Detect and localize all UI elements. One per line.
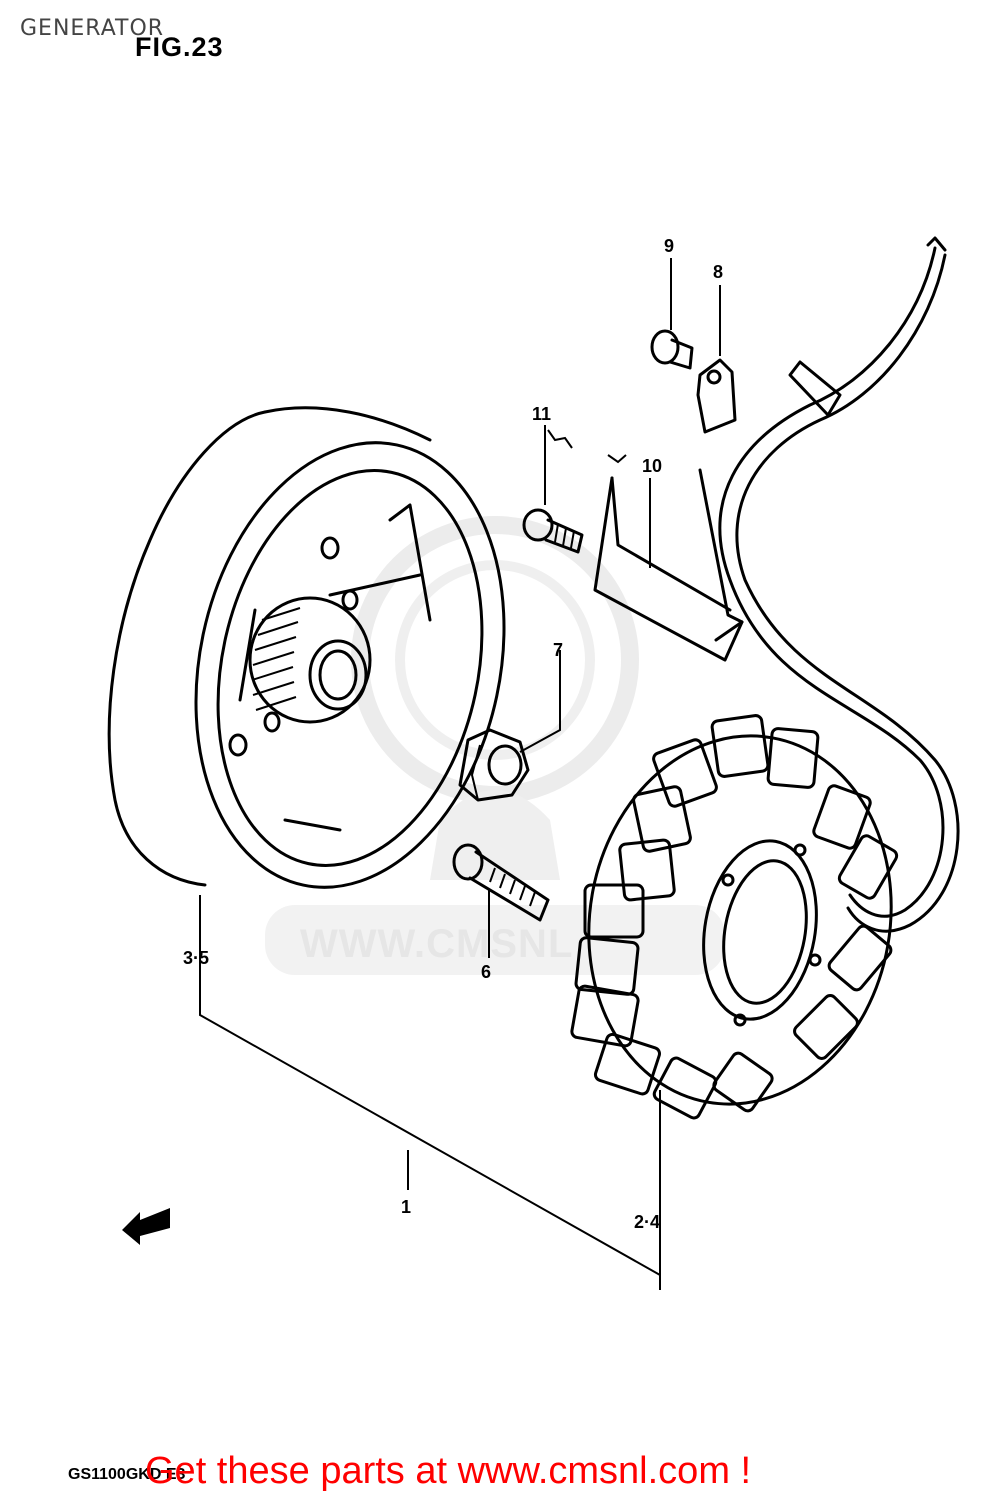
stator-lead-wire: [718, 236, 960, 933]
callout-9: 9: [664, 236, 675, 256]
callout-10: 10: [642, 456, 663, 476]
callout-2-4: 2·4: [634, 1212, 661, 1232]
figure-number: FIG.23: [135, 32, 224, 62]
rotor-flywheel: [107, 406, 506, 889]
callout-11: 11: [532, 404, 552, 424]
callout-6: 6: [481, 962, 492, 982]
watermark-text: WWW.CMSNL: [300, 922, 574, 966]
promo-link[interactable]: Get these parts at www.cmsnl.com !: [145, 1450, 752, 1492]
callout-1: 1: [401, 1197, 412, 1217]
stator-bolt: [452, 843, 550, 922]
screw-11: [522, 429, 584, 554]
forward-arrow-icon: [122, 1208, 170, 1245]
screw-9: [650, 329, 694, 370]
wire-clamp: [696, 358, 737, 434]
page-title: GENERATOR: [20, 16, 165, 41]
flange-nut: [458, 728, 530, 802]
model-code: GS1100GKD E3: [68, 1466, 186, 1483]
callout-7: 7: [553, 640, 564, 660]
callout-8: 8: [713, 262, 724, 282]
callout-3-5: 3·5: [183, 948, 210, 968]
cable-plate: [593, 454, 744, 662]
leader-lines: [199, 258, 721, 1290]
stator-coil: [570, 714, 899, 1120]
